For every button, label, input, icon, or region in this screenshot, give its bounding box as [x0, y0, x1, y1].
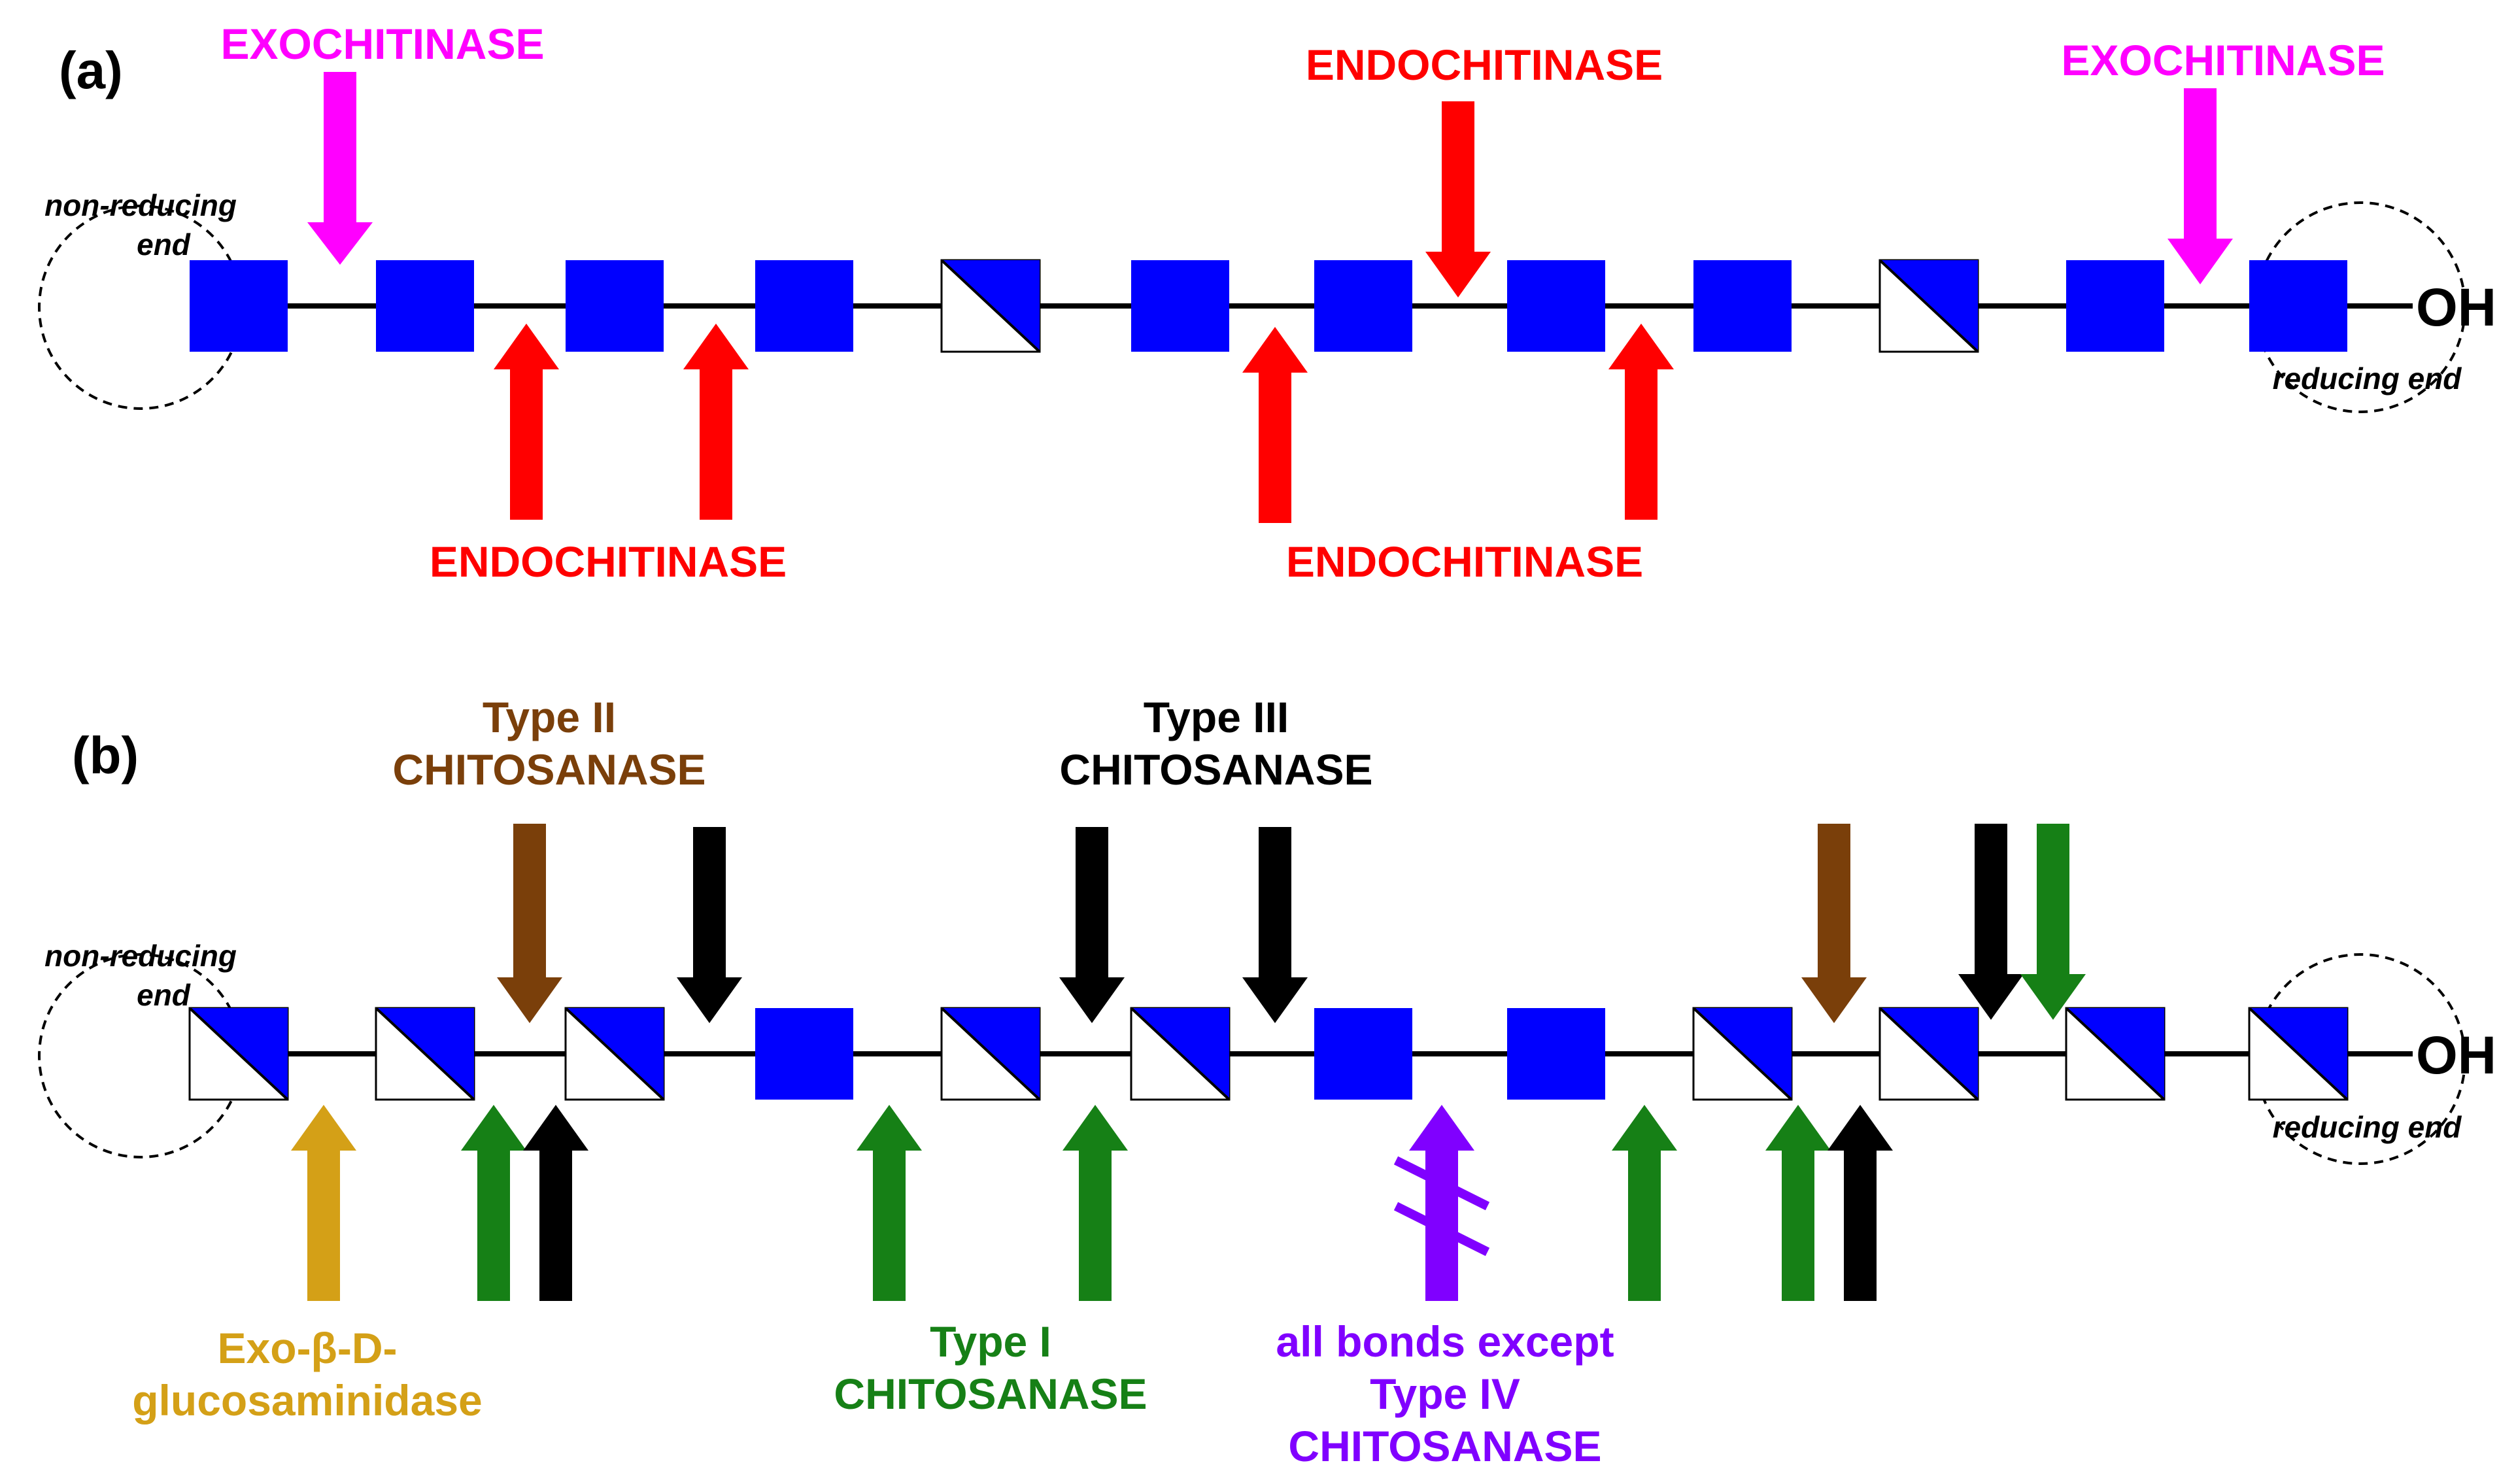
glcn-unit-b-5 — [940, 1007, 1041, 1101]
glcn-unit-b-6 — [1130, 1007, 1231, 1101]
endochitinase-label-bottom-right: ENDOCHITINASE — [1286, 537, 1643, 586]
type4-label-line3: CHITOSANASE — [1288, 1422, 1601, 1470]
endochitinase-arrow-bottom-2 — [683, 324, 749, 520]
type1-arrow-down — [2020, 824, 2086, 1020]
oh-terminal-a: OH — [2416, 278, 2496, 337]
exochitinase-arrow-left — [307, 72, 373, 265]
exo-glucosaminidase-label-line2: glucosaminidase — [132, 1376, 483, 1425]
endochitinase-label-bottom-left: ENDOCHITINASE — [430, 537, 787, 586]
type4-label-line1: all bonds except — [1276, 1317, 1614, 1366]
type1-arrow-up-2 — [857, 1105, 922, 1301]
glcnac-unit-a-1 — [190, 260, 288, 352]
type3-arrow-down-2 — [1059, 827, 1125, 1023]
type2-arrow-down-2 — [1801, 824, 1867, 1023]
reducing-end-circle-b — [2254, 953, 2466, 1165]
non-reducing-end-label-a-line2: end — [137, 228, 191, 261]
type3-label-line2: CHITOSANASE — [1059, 745, 1372, 794]
glcnac-unit-a-3 — [566, 260, 664, 352]
glcn-unit-b-10 — [1878, 1007, 1979, 1101]
non-reducing-end-label-b-line2: end — [137, 978, 191, 1012]
glcnac-unit-a-2 — [376, 260, 474, 352]
endochitinase-arrow-bottom-1 — [494, 324, 559, 520]
glcnac-unit-b-4 — [755, 1008, 853, 1100]
type3-arrow-down-4 — [1958, 824, 2024, 1020]
endochitinase-arrow-bottom-4 — [1608, 324, 1674, 520]
type2-label-line2: CHITOSANASE — [392, 745, 706, 794]
panel-a-tag: (a) — [59, 41, 123, 99]
type4-arrow-up — [1409, 1105, 1474, 1301]
type2-label-line1: Type II — [483, 693, 616, 741]
type3-arrow-up-2 — [1828, 1105, 1893, 1301]
reducing-end-label-a: reducing end — [2273, 362, 2462, 396]
glcnac-unit-a-9 — [1693, 260, 1792, 352]
type1-arrow-up-4 — [1612, 1105, 1677, 1301]
oh-terminal-b: OH — [2416, 1026, 2496, 1085]
non-reducing-end-label-b-line1: non-reducing — [44, 939, 237, 973]
type3-arrow-down-1 — [677, 827, 742, 1023]
exochitinase-arrow-right — [2168, 88, 2233, 284]
type2-arrow-down-1 — [497, 824, 562, 1023]
glcn-unit-b-11 — [2065, 1007, 2166, 1101]
type4-strike-2 — [1393, 1202, 1490, 1256]
reducing-end-label-b: reducing end — [2273, 1110, 2462, 1144]
glcn-unit-b-2 — [375, 1007, 475, 1101]
endochitinase-arrow-top — [1425, 101, 1491, 297]
type1-arrow-up-1 — [461, 1105, 526, 1301]
glcn-unit-b-9 — [1692, 1007, 1793, 1101]
panel-a: (a) non-reducing end reducing end OH EXO… — [38, 20, 2496, 586]
glcnac-unit-a-7 — [1314, 260, 1412, 352]
glcnac-unit-a-4 — [755, 260, 853, 352]
type1-label-line1: Type I — [930, 1317, 1051, 1366]
reducing-end-circle-a — [2254, 201, 2466, 413]
exochitinase-label-left: EXOCHITINASE — [220, 20, 544, 68]
glcn-unit-a-5 — [940, 259, 1041, 353]
type1-arrow-up-5 — [1765, 1105, 1831, 1301]
type3-arrow-up-1 — [523, 1105, 588, 1301]
endochitinase-arrow-bottom-3 — [1242, 327, 1308, 523]
exo-glucosaminidase-label-line1: Exo-β-D- — [218, 1324, 398, 1372]
glcnac-unit-a-11 — [2066, 260, 2164, 352]
glcn-unit-b-3 — [564, 1007, 665, 1101]
glcnac-unit-a-12 — [2249, 260, 2347, 352]
type4-strike-1 — [1393, 1156, 1490, 1211]
non-reducing-end-label-a-line1: non-reducing — [44, 188, 237, 222]
exo-glucosaminidase-arrow — [291, 1105, 356, 1301]
type3-arrow-down-3 — [1242, 827, 1308, 1023]
glcn-unit-b-1 — [188, 1007, 289, 1101]
endochitinase-label-top: ENDOCHITINASE — [1306, 41, 1663, 89]
glcnac-unit-a-8 — [1507, 260, 1605, 352]
type4-label-line2: Type IV — [1370, 1370, 1520, 1418]
glcnac-unit-b-7 — [1314, 1008, 1412, 1100]
type3-label-line1: Type III — [1144, 693, 1289, 741]
sugar-units-a — [190, 259, 2347, 353]
panel-b-tag: (b) — [72, 726, 139, 784]
glcnac-unit-a-6 — [1131, 260, 1229, 352]
glcn-unit-b-12 — [2248, 1007, 2349, 1101]
type1-arrow-up-3 — [1062, 1105, 1128, 1301]
panel-b: (b) non-reducing end reducing end OH Typ… — [38, 693, 2496, 1470]
sugar-units-b — [188, 1007, 2349, 1101]
glcnac-unit-b-8 — [1507, 1008, 1605, 1100]
glcn-unit-a-10 — [1878, 259, 1979, 353]
exochitinase-label-right: EXOCHITINASE — [2061, 36, 2385, 84]
type1-label-line2: CHITOSANASE — [834, 1370, 1147, 1418]
